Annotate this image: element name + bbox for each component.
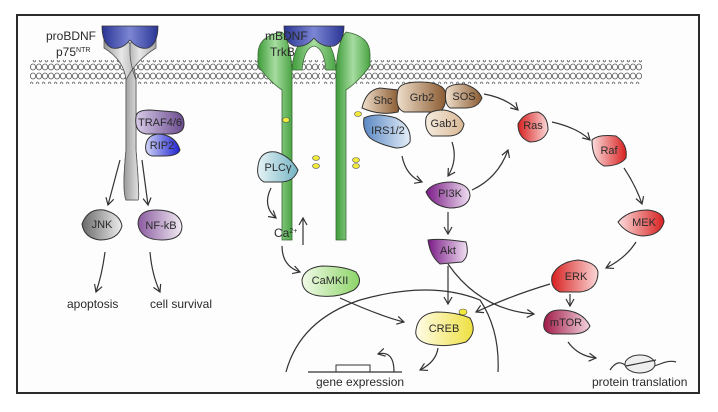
ras-protein: Ras [517,111,549,143]
svg-text:PI3K: PI3K [438,188,463,200]
svg-text:Ras: Ras [523,120,543,132]
akt-protein: Akt [427,238,468,265]
irs-protein: IRS1/2 [363,114,411,149]
svg-text:SOS: SOS [452,91,475,103]
mtor-protein: mTOR [543,309,591,335]
ribosome-icon [609,354,677,374]
calcium-label: Ca2+ [274,226,297,240]
svg-text:MEK: MEK [632,217,657,229]
mbdnf-label: mBDNF [265,29,308,43]
mek-protein: MEK [617,209,665,237]
phosphorylation-sites [282,111,468,316]
pi3k-protein: PI3K [425,181,471,209]
sos-protein: SOS [445,83,483,109]
svg-text:RIP2: RIP2 [150,140,174,152]
svg-text:Shc: Shc [374,95,393,107]
traf-protein: TRAF4/6 [135,109,185,135]
gene-diagram [308,347,402,373]
probdnf-label: proBDNF [46,29,96,43]
svg-text:mTOR: mTOR [550,317,582,329]
outcome-gene-expression: gene expression [316,375,404,389]
jnk-protein: JNK [81,209,123,241]
svg-text:Grb2: Grb2 [410,92,434,104]
gab1-protein: Gab1 [425,109,465,137]
outcome-cell-survival: cell survival [150,297,212,311]
erk-protein: ERK [551,259,599,293]
p75ntr-receptor [103,29,157,201]
probdnf-ligand [101,25,159,49]
svg-text:NF-kB: NF-kB [145,220,176,232]
svg-text:TRAF4/6: TRAF4/6 [138,117,182,129]
outcome-protein-translation: protein translation [592,375,687,389]
creb-protein: CREB [415,311,474,347]
svg-text:ERK: ERK [565,271,588,283]
pathway-arrows [93,93,645,372]
svg-text:Gab1: Gab1 [431,118,458,130]
shc-protein: Shc [361,87,400,114]
outcome-apoptosis: apoptosis [67,297,118,311]
trkb-label: TrkB [270,45,295,59]
nfkb-protein: NF-kB [137,209,183,241]
svg-text:CaMKII: CaMKII [312,275,349,287]
plcg-protein: PLCγ [257,151,299,183]
rip2-protein: RIP2 [145,133,181,157]
svg-text:IRS1/2: IRS1/2 [371,125,405,137]
grb2-protein: Grb2 [396,81,447,113]
p75ntr-label: p75NTR [56,45,90,59]
svg-text:Akt: Akt [440,245,456,257]
camkii-protein: CaMKII [301,265,360,297]
raf-protein: Raf [591,135,627,167]
nuclear-envelope [285,289,499,373]
svg-text:CREB: CREB [429,323,460,335]
cell-membrane [322,60,642,84]
svg-text:Raf: Raf [600,145,618,157]
mbdnf-ligand [283,25,345,47]
svg-text:PLCγ: PLCγ [265,162,292,174]
svg-text:JNK: JNK [92,219,113,231]
